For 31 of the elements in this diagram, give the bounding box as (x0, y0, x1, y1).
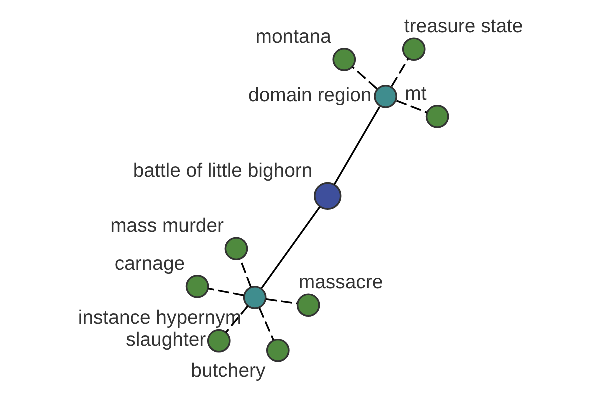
connector (352, 66, 378, 90)
node-label: treasure state (404, 16, 524, 38)
node-circle (296, 294, 320, 318)
node-circle (186, 275, 210, 298)
node-circle (207, 329, 231, 353)
node-circle (332, 48, 356, 72)
node-label: mt (405, 82, 427, 105)
node-circle (314, 182, 342, 210)
node-circle (266, 338, 290, 362)
node-label: montana (256, 26, 332, 48)
connector (334, 106, 381, 186)
node-label: domain region (248, 84, 372, 106)
connector (266, 298, 298, 305)
node-label: mass murder (110, 215, 224, 238)
node-circle (402, 38, 426, 62)
connector (396, 100, 428, 114)
node-label: butchery (191, 360, 266, 382)
node-label: carnage (114, 252, 186, 275)
connector (225, 306, 249, 334)
node-label: battle of little bighorn (133, 160, 313, 182)
node-label: massacre (298, 272, 384, 294)
connector (261, 206, 321, 289)
node-circle (243, 286, 267, 310)
connector (208, 288, 244, 296)
node-circle (426, 105, 450, 128)
node-label: instance hypernym (78, 307, 242, 330)
connector (258, 308, 275, 341)
node-circle (224, 237, 248, 261)
node-label: slaughter (126, 328, 206, 351)
node-circle (374, 85, 398, 108)
connector (391, 58, 410, 88)
